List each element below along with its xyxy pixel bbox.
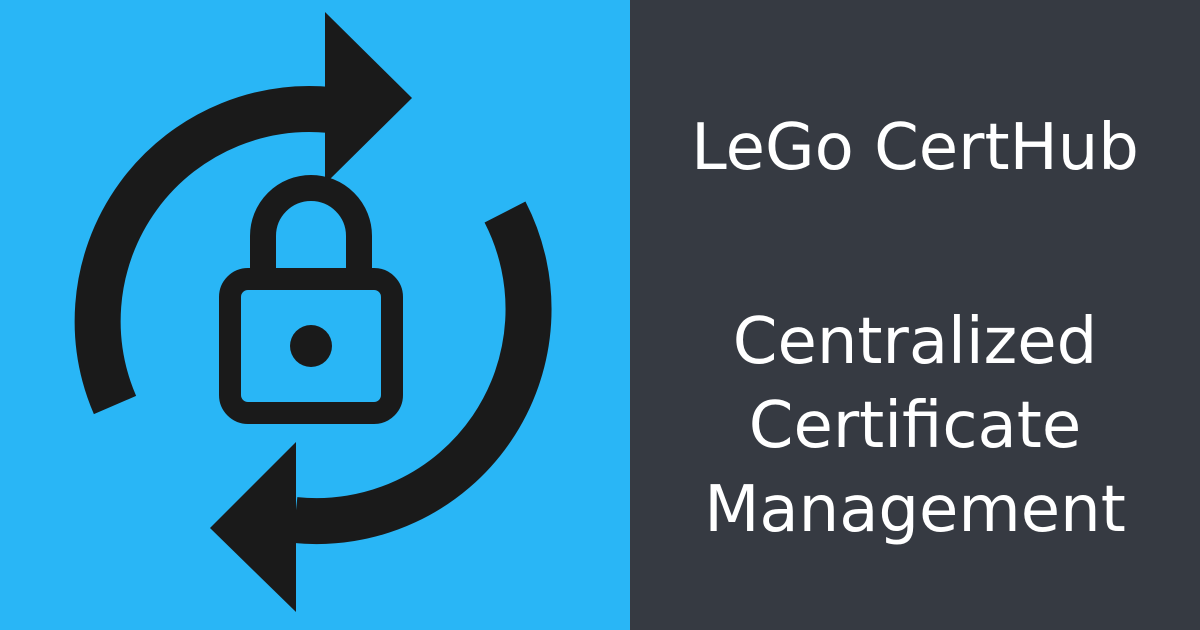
lock-refresh-icon (74, 12, 552, 612)
lock-keyhole (290, 325, 332, 367)
refresh-arrow-left (210, 442, 296, 612)
lock-body (219, 268, 403, 424)
tagline-line-2: Certificate (748, 389, 1082, 463)
lock-shackle (250, 175, 372, 278)
refresh-arrow-right (325, 12, 412, 184)
refresh-arc-upper (74, 86, 333, 415)
product-tagline: Centralized Certificate Management (630, 300, 1200, 552)
tagline-line-1: Centralized (732, 305, 1098, 379)
refresh-arc-lower (292, 201, 552, 545)
product-title: LeGo CertHub (691, 111, 1139, 185)
logo-panel (0, 0, 630, 630)
text-panel: LeGo CertHub Centralized Certificate Man… (630, 0, 1200, 630)
tagline-line-3: Management (704, 473, 1126, 547)
